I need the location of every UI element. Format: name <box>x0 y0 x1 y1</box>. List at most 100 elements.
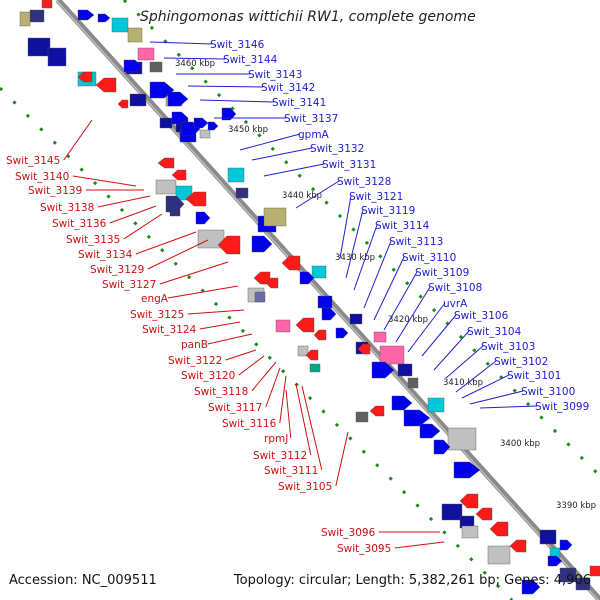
gene-block <box>47 47 67 67</box>
gene-arrow <box>195 211 211 225</box>
minus-strand-label: Swit_3135 <box>66 234 120 246</box>
leader-line-plus <box>295 180 340 209</box>
gene-block <box>355 411 369 423</box>
leader-line-plus <box>421 314 457 357</box>
minus-strand-label: Swit_3116 <box>222 418 277 430</box>
gene-arrow <box>547 555 563 567</box>
gene-arrow <box>475 507 493 521</box>
plus-strand-label: Swit_3137 <box>284 113 338 125</box>
gene-block <box>227 167 245 183</box>
plus-strand-label: Swit_3110 <box>402 252 456 264</box>
scale-tick-label: 3440 kbp <box>282 191 322 201</box>
minus-strand-label: Swit_3122 <box>168 355 222 367</box>
genome-title: Sphingomonas wittichii RW1, complete gen… <box>140 9 476 25</box>
gene-arrow <box>193 117 209 129</box>
gc-dot-track-1 <box>122 0 600 478</box>
leader-line-minus <box>394 541 445 549</box>
gene-arrow <box>165 195 185 213</box>
leader-line-minus <box>159 261 229 285</box>
leader-line-minus <box>135 231 197 255</box>
plus-strand-label: Swit_3131 <box>322 159 376 171</box>
leader-line-minus <box>207 333 253 345</box>
minus-strand-label: Swit_3134 <box>78 249 133 261</box>
minus-strand-label: Swit_3095 <box>337 543 391 555</box>
gene-arrow <box>321 307 337 321</box>
gc-dot-track-2 <box>0 86 514 600</box>
plus-strand-label: Swit_3109 <box>415 267 469 279</box>
scale-tick-label: 3460 kbp <box>175 59 215 69</box>
gene-arrow <box>299 271 315 285</box>
plus-strand-label: Swit_3103 <box>481 341 535 353</box>
minus-strand-label: Swit_3140 <box>15 171 69 183</box>
leader-line-minus <box>63 119 93 161</box>
gene-block <box>379 345 405 365</box>
gene-arrow <box>171 111 189 125</box>
gene-block <box>349 313 363 325</box>
gene-block <box>27 37 51 57</box>
gene-block <box>311 265 327 279</box>
gene-block <box>317 295 333 309</box>
gene-block <box>589 565 600 577</box>
gene-block <box>235 187 249 199</box>
gene-arrow <box>521 579 541 595</box>
plus-strand-label: Swit_3143 <box>248 69 302 81</box>
leader-line-plus <box>187 85 264 88</box>
gene-block <box>129 93 147 107</box>
gene-arrow <box>77 71 93 83</box>
label-leader-lines <box>63 41 538 549</box>
leader-line-plus <box>445 345 484 379</box>
plus-strand-label: uvrA <box>443 298 468 310</box>
gene-arrow <box>369 405 385 417</box>
accession-text: Accession: NC_009511 <box>9 573 157 588</box>
gene-arrow <box>171 169 187 181</box>
plus-strand-label: Swit_3099 <box>535 401 589 413</box>
gene-arrow <box>313 329 327 341</box>
minus-strand-label: engA <box>141 293 169 305</box>
minus-strand-label: Swit_3105 <box>278 481 332 493</box>
leader-line-minus <box>279 375 287 424</box>
gene-block <box>175 185 193 201</box>
leader-line-minus <box>147 239 209 270</box>
gene-arrow <box>281 255 301 271</box>
gene-block <box>137 47 155 61</box>
gene-arrow <box>489 521 509 537</box>
gene-arrow <box>167 91 189 107</box>
leader-line-minus <box>265 367 281 408</box>
minus-strand-label: Swit_3124 <box>142 324 197 336</box>
leader-line-plus <box>263 163 325 177</box>
gene-arrow <box>157 157 175 169</box>
plus-strand-label: Swit_3146 <box>210 39 265 51</box>
gene-arrow <box>357 343 371 355</box>
gene-arrow <box>117 99 129 109</box>
gene-block <box>297 345 309 357</box>
leader-line-plus <box>461 374 510 399</box>
minus-strand-label: Swit_3136 <box>52 218 107 230</box>
leader-line-plus <box>455 360 497 393</box>
plus-strand-label: Swit_3132 <box>310 143 364 155</box>
minus-strand-label: Swit_3138 <box>40 202 94 214</box>
gene-arrow <box>265 277 279 289</box>
plus-strand-label: Swit_3128 <box>337 176 391 188</box>
gene-block <box>29 9 45 23</box>
minus-strand-label: Swit_3111 <box>264 465 318 477</box>
plus-strand-label: Swit_3102 <box>494 356 548 368</box>
gene-arrow <box>419 423 441 439</box>
gene-block <box>441 503 463 521</box>
plus-strand-label: Swit_3142 <box>261 82 315 94</box>
plus-strand-label: Swit_3144 <box>223 54 278 66</box>
plus-strand-label: Swit_3100 <box>521 386 575 398</box>
leader-line-plus <box>345 209 364 279</box>
leader-line-minus <box>238 355 265 376</box>
minus-strand-label: Swit_3120 <box>181 370 235 382</box>
gene-block <box>254 291 266 303</box>
gene-block <box>539 529 557 545</box>
scale-tick-label: 3420 kbp <box>388 315 428 325</box>
gene-features <box>19 0 600 595</box>
gene-arrow <box>391 395 413 411</box>
leader-line-minus <box>301 385 323 471</box>
gene-arrow <box>459 493 479 509</box>
gene-block <box>559 567 577 583</box>
gene-block <box>19 11 31 27</box>
